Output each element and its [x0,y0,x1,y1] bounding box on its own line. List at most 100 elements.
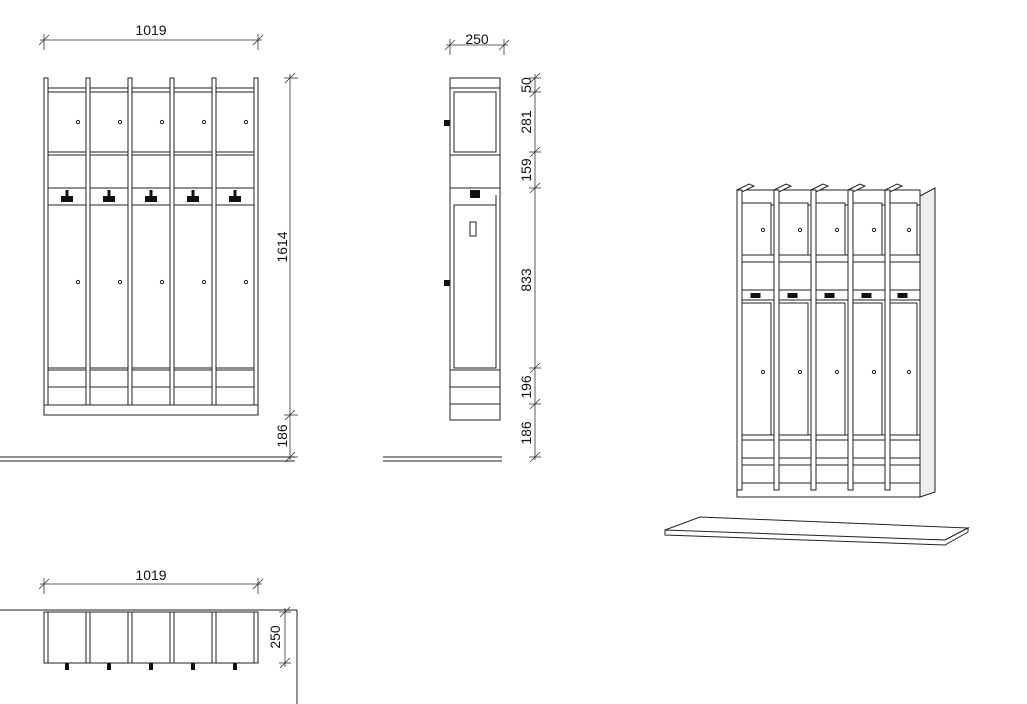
knob-icon [243,279,249,285]
perspective-view [664,183,970,546]
post [884,189,891,491]
hook-icon [187,196,199,202]
knob-icon [243,119,249,125]
lower-door [852,302,883,436]
post [211,611,217,664]
segment-label: 281 [518,110,534,134]
knob-icon [906,369,912,375]
post [127,77,133,406]
side-height-dimensions: 50 281 159 833 196 186 [518,72,541,463]
dimension-tick [529,451,541,463]
dimension-tick [529,86,541,98]
plan-width-label: 1019 [135,567,166,583]
side-view [444,77,501,421]
hook-icon [103,196,115,202]
hook-icon [65,663,69,670]
post [773,189,780,491]
knob-icon [871,227,877,233]
plan-depth-dimension: 250 [267,606,291,669]
knob-icon [760,369,766,375]
dimension-tick [529,146,541,158]
dimension-tick [529,72,541,84]
upper-door [852,202,883,256]
hook-icon [61,196,73,202]
hook-icon [191,190,195,198]
hook-icon [149,190,153,198]
post [169,77,175,406]
post [85,77,91,406]
plan-view [43,611,259,670]
hook-icon [107,190,111,198]
hook-icon [861,293,872,298]
knob-icon [117,119,123,125]
knob-icon [797,227,803,233]
hook-icon [149,663,153,670]
segment-label: 50 [518,77,534,93]
upper-door [131,91,171,153]
post [810,189,817,491]
hook-icon [897,293,908,298]
side-depth-label: 250 [465,31,489,47]
hook-icon [233,190,237,198]
upper-door [47,91,87,153]
knob-icon [834,369,840,375]
hook-icon [191,663,195,670]
lower-door [889,302,918,436]
hook-icon [787,293,798,298]
knob-icon [159,119,165,125]
dimension-tick [529,398,541,410]
post [736,189,743,491]
lower-door [778,302,809,436]
post [43,611,49,664]
post [85,611,91,664]
lower-door [89,204,129,369]
knob-icon [871,369,877,375]
knob-icon [834,227,840,233]
knob-icon [159,279,165,285]
front-width-label: 1019 [135,22,166,38]
knob-icon [75,119,81,125]
lower-door [173,204,213,369]
dimension-tick [529,362,541,374]
hook-icon [65,190,69,198]
segment-label: 833 [518,268,534,292]
post [253,77,259,406]
lower-door [741,302,772,436]
front-width-dimension: 1019 [38,22,264,50]
post [43,77,49,406]
lower-door [131,204,171,369]
knob-icon [760,227,766,233]
front-base-label: 186 [274,424,290,448]
knob-icon [201,119,207,125]
segment-label: 196 [518,375,534,399]
upper-door [741,202,772,256]
plan-depth-label: 250 [267,625,283,649]
plan-width-dimension: 1019 [38,567,264,594]
hook-icon [107,663,111,670]
upper-door [173,91,213,153]
front-view [43,77,259,416]
lower-door [47,204,87,369]
knob-icon [117,279,123,285]
hook-icon [750,293,761,298]
hook-icon [233,663,237,670]
upper-door [815,202,846,256]
hook-icon [145,196,157,202]
segment-label: 186 [518,421,534,445]
post [169,611,175,664]
lower-door [815,302,846,436]
upper-door [215,91,255,153]
upper-door [778,202,809,256]
front-height-label: 1614 [274,231,290,262]
hook-icon [824,293,835,298]
knob-icon [75,279,81,285]
upper-door [89,91,129,153]
knob-icon [906,227,912,233]
dimension-tick [529,182,541,194]
lower-door [215,204,255,369]
plan-outline [43,611,257,664]
knob-icon [201,279,207,285]
segment-label: 159 [518,158,534,182]
upper-door [889,202,918,256]
